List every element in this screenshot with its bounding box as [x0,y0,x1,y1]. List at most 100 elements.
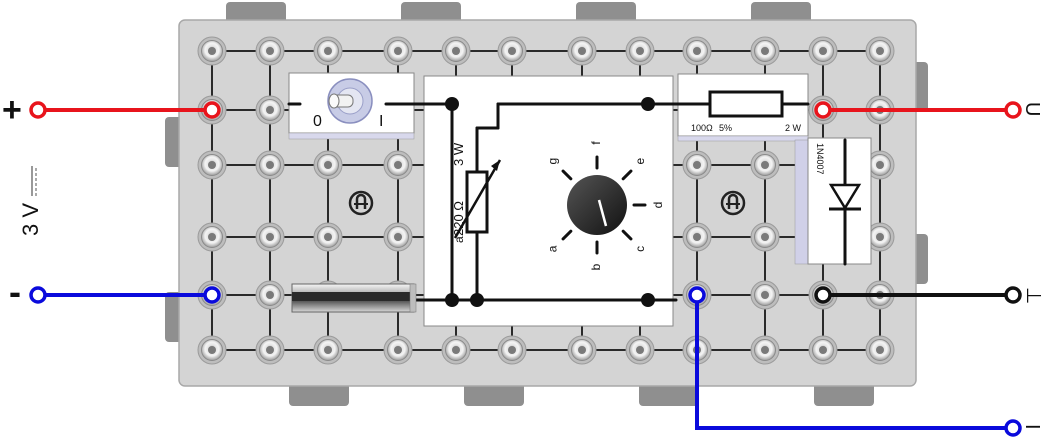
socket-hole[interactable] [255,222,285,252]
switch-on-label: I [379,113,383,130]
socket-hole[interactable] [313,222,343,252]
ground-terminal[interactable] [1004,286,1022,304]
junction-dot [445,293,459,307]
socket-hole[interactable] [865,36,895,66]
socket-hole[interactable] [197,36,227,66]
rotary-tick [621,169,633,181]
rotary-position-label: e [633,158,647,165]
board-tab [576,2,636,24]
junction-dot [470,293,484,307]
socket-hole[interactable] [750,222,780,252]
socket-hole[interactable] [255,335,285,365]
potentiometer-resistance: 220 Ω [451,201,466,236]
junction-dot [641,97,655,111]
socket-hole[interactable] [313,150,343,180]
voltage-output-label: U [1021,102,1043,116]
power-logo-icon [348,190,374,216]
board-tab [639,382,699,406]
negative-supply-wire[interactable] [29,286,221,304]
socket-hole[interactable] [497,36,527,66]
board-tabs [165,2,928,406]
negative-wire-end [203,286,221,304]
socket-hole[interactable] [313,36,343,66]
socket-hole[interactable] [383,150,413,180]
ground-wire[interactable] [814,286,1022,304]
socket-hole[interactable] [682,36,712,66]
rotary-position-label: b [589,263,603,270]
resistor-tolerance: 5% [719,123,732,133]
socket-hole[interactable] [383,222,413,252]
current-wire-start [688,286,706,304]
socket-hole[interactable] [383,36,413,66]
voltage-output-terminal[interactable] [1004,101,1022,119]
socket-hole[interactable] [441,335,471,365]
diode-plate [807,137,872,265]
socket-hole[interactable] [255,95,285,125]
socket-hole[interactable] [197,222,227,252]
socket-hole[interactable] [625,335,655,365]
toggle-switch[interactable] [327,78,373,124]
board-tab [464,382,524,406]
negative-terminal[interactable] [29,286,47,304]
socket-hole[interactable] [750,36,780,66]
potentiometer-wiper-label: a [452,236,466,243]
socket-hole[interactable] [808,335,838,365]
socket-hole[interactable] [865,150,895,180]
resistor-plate-base [677,135,809,142]
socket-hole[interactable] [865,222,895,252]
socket-hole[interactable] [497,335,527,365]
rotary-knob-body [567,175,627,235]
positive-terminal[interactable] [29,101,47,119]
socket-hole[interactable] [567,36,597,66]
junction-dot [641,293,655,307]
current-terminal[interactable] [1004,419,1022,437]
current-wire[interactable] [688,286,1022,437]
wiper-arrow [491,160,500,171]
socket-hole[interactable] [750,335,780,365]
board-tab [289,382,349,406]
voltage-wire-start [814,101,832,119]
resistor-power: 2 W [785,123,802,133]
socket-hole[interactable] [682,222,712,252]
voltage-output-wire[interactable] [814,101,1022,119]
rotary-tick [561,169,573,181]
potentiometer-power: 3 W [451,142,466,166]
socket-hole[interactable] [750,150,780,180]
junction-dot [445,97,459,111]
rotary-position-label: c [633,246,647,252]
rotary-switch-knob[interactable] [567,175,627,235]
supply-voltage-label: 3 V [18,166,43,236]
positive-supply-wire[interactable] [29,101,221,119]
socket-hole[interactable] [808,36,838,66]
ground-label: ⊥ [1022,287,1044,304]
socket-hole[interactable] [441,36,471,66]
diode-plate-side [794,139,810,265]
rotary-tick [621,229,633,241]
socket-hole[interactable] [750,280,780,310]
power-logo-icon [720,190,746,216]
diode-part-label: 1N4007 [815,143,825,175]
resistor-value: 100Ω [691,123,713,133]
socket-hole[interactable] [865,335,895,365]
socket-hole[interactable] [383,335,413,365]
current-label: I [1021,424,1043,430]
rotary-position-label: g [545,158,559,165]
socket-hole[interactable] [197,150,227,180]
rotary-tick [561,229,573,241]
socket-hole[interactable] [567,335,597,365]
socket-hole[interactable] [255,280,285,310]
socket-hole[interactable] [255,150,285,180]
svg-text:3 V: 3 V [18,203,43,236]
rotary-switch-ticks [561,155,647,255]
potentiometer-wiper [453,159,502,239]
rotary-knob-pointer [597,199,608,227]
socket-hole[interactable] [625,36,655,66]
socket-hole[interactable] [197,335,227,365]
board-tab [751,2,811,24]
switch-off-label: 0 [313,113,322,130]
socket-hole[interactable] [255,36,285,66]
socket-hole[interactable] [682,150,712,180]
socket-hole[interactable] [313,335,343,365]
